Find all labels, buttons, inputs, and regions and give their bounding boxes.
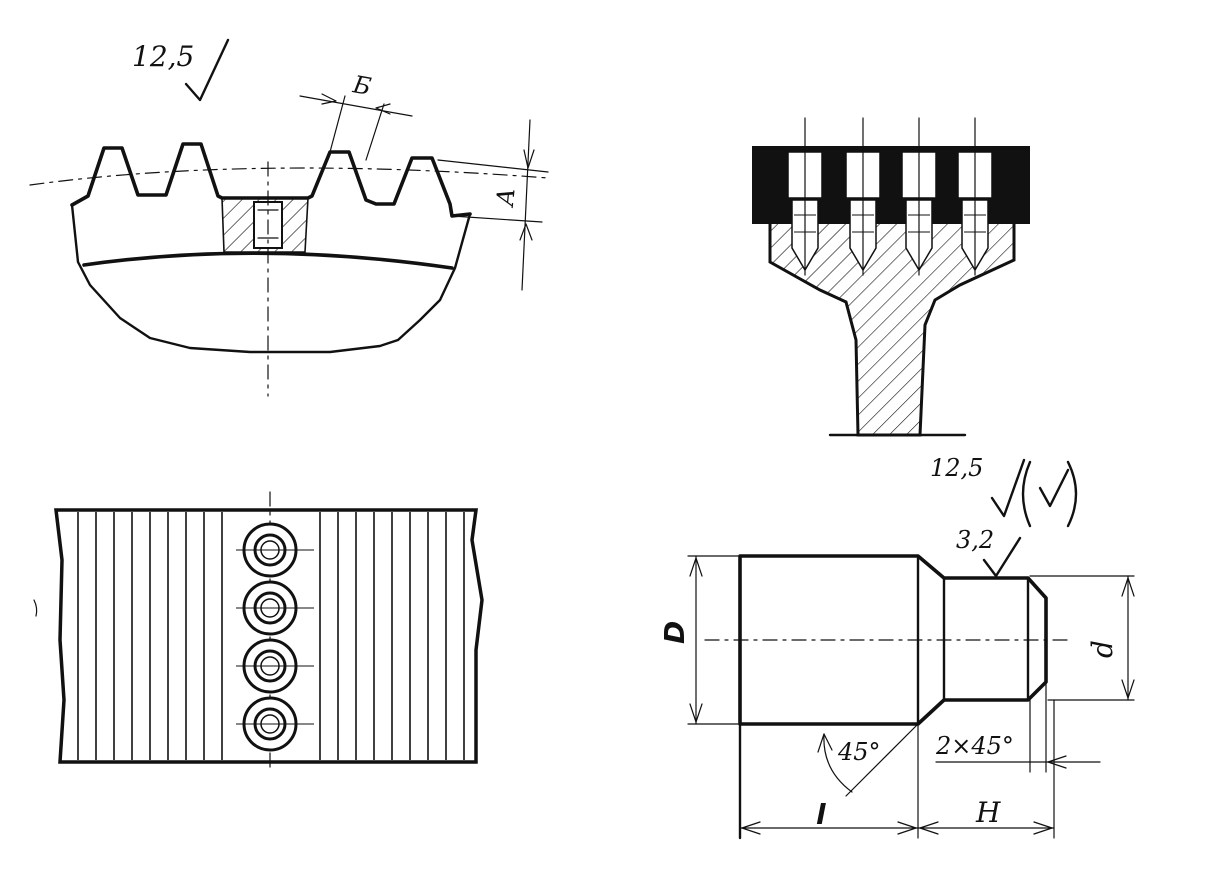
scan-mark xyxy=(33,599,38,617)
dim-depth-label: A xyxy=(491,187,521,209)
gear-bore-line xyxy=(82,251,454,270)
roughness-bracket-check-icon xyxy=(1038,468,1070,508)
roughness-main-label: 12,5 xyxy=(930,454,983,482)
extension-line xyxy=(437,159,549,173)
arrow-icon xyxy=(1047,755,1067,769)
paren-open-icon xyxy=(1021,460,1032,528)
dim-depth-line xyxy=(521,119,531,291)
arrow-icon xyxy=(919,821,1053,835)
arrow-icon xyxy=(741,821,917,835)
dim-d-label: d xyxy=(1086,640,1119,658)
chamfer-spec-label: 2×45° xyxy=(935,732,1014,760)
arrow-icon xyxy=(523,149,535,169)
extension-line xyxy=(365,103,385,161)
extension-line xyxy=(329,95,346,153)
chamfer-leader-line xyxy=(845,723,919,797)
dim-width-line xyxy=(299,95,413,117)
dim-width-label: Б xyxy=(350,70,374,101)
stepped-pin-view: 12,5 3,2 D d 45° xyxy=(658,454,1135,840)
plan-view-with-plugs xyxy=(33,491,484,773)
gear-rim-section-view: 12,5 Б A xyxy=(29,38,549,397)
extension-line xyxy=(451,215,543,223)
paren-close-icon xyxy=(1066,460,1078,528)
plug-2 xyxy=(236,580,314,636)
flange-section-view xyxy=(752,117,1030,437)
gear-body-outline xyxy=(70,203,472,354)
plan-view-outline xyxy=(54,508,484,764)
arrow-icon xyxy=(519,223,533,241)
roughness-check-icon xyxy=(184,38,230,102)
roughness-shank-label: 3,2 xyxy=(956,526,994,554)
dim-H-label: H xyxy=(975,796,1001,829)
gear-teeth-profile xyxy=(70,142,472,218)
plug-4 xyxy=(236,696,314,752)
roughness-shank-check-icon xyxy=(982,536,1022,578)
arrow-icon xyxy=(1121,577,1135,699)
tooth-lines-left xyxy=(77,512,223,760)
plug-1 xyxy=(236,522,314,578)
arrow-icon xyxy=(689,557,703,723)
chamfer-angle-label: 45° xyxy=(837,738,881,766)
pitch-circle-line xyxy=(29,167,549,186)
tooth-lines-right xyxy=(319,512,465,760)
arrow-icon xyxy=(321,93,337,105)
roughness-main-check-icon xyxy=(990,458,1026,518)
arrow-icon xyxy=(817,733,833,753)
roughness-value-label: 12,5 xyxy=(132,40,194,73)
dim-D-label: D xyxy=(658,621,691,644)
angle-arc xyxy=(823,733,853,793)
plug-3 xyxy=(236,638,314,694)
dim-l-label: l xyxy=(816,798,826,831)
